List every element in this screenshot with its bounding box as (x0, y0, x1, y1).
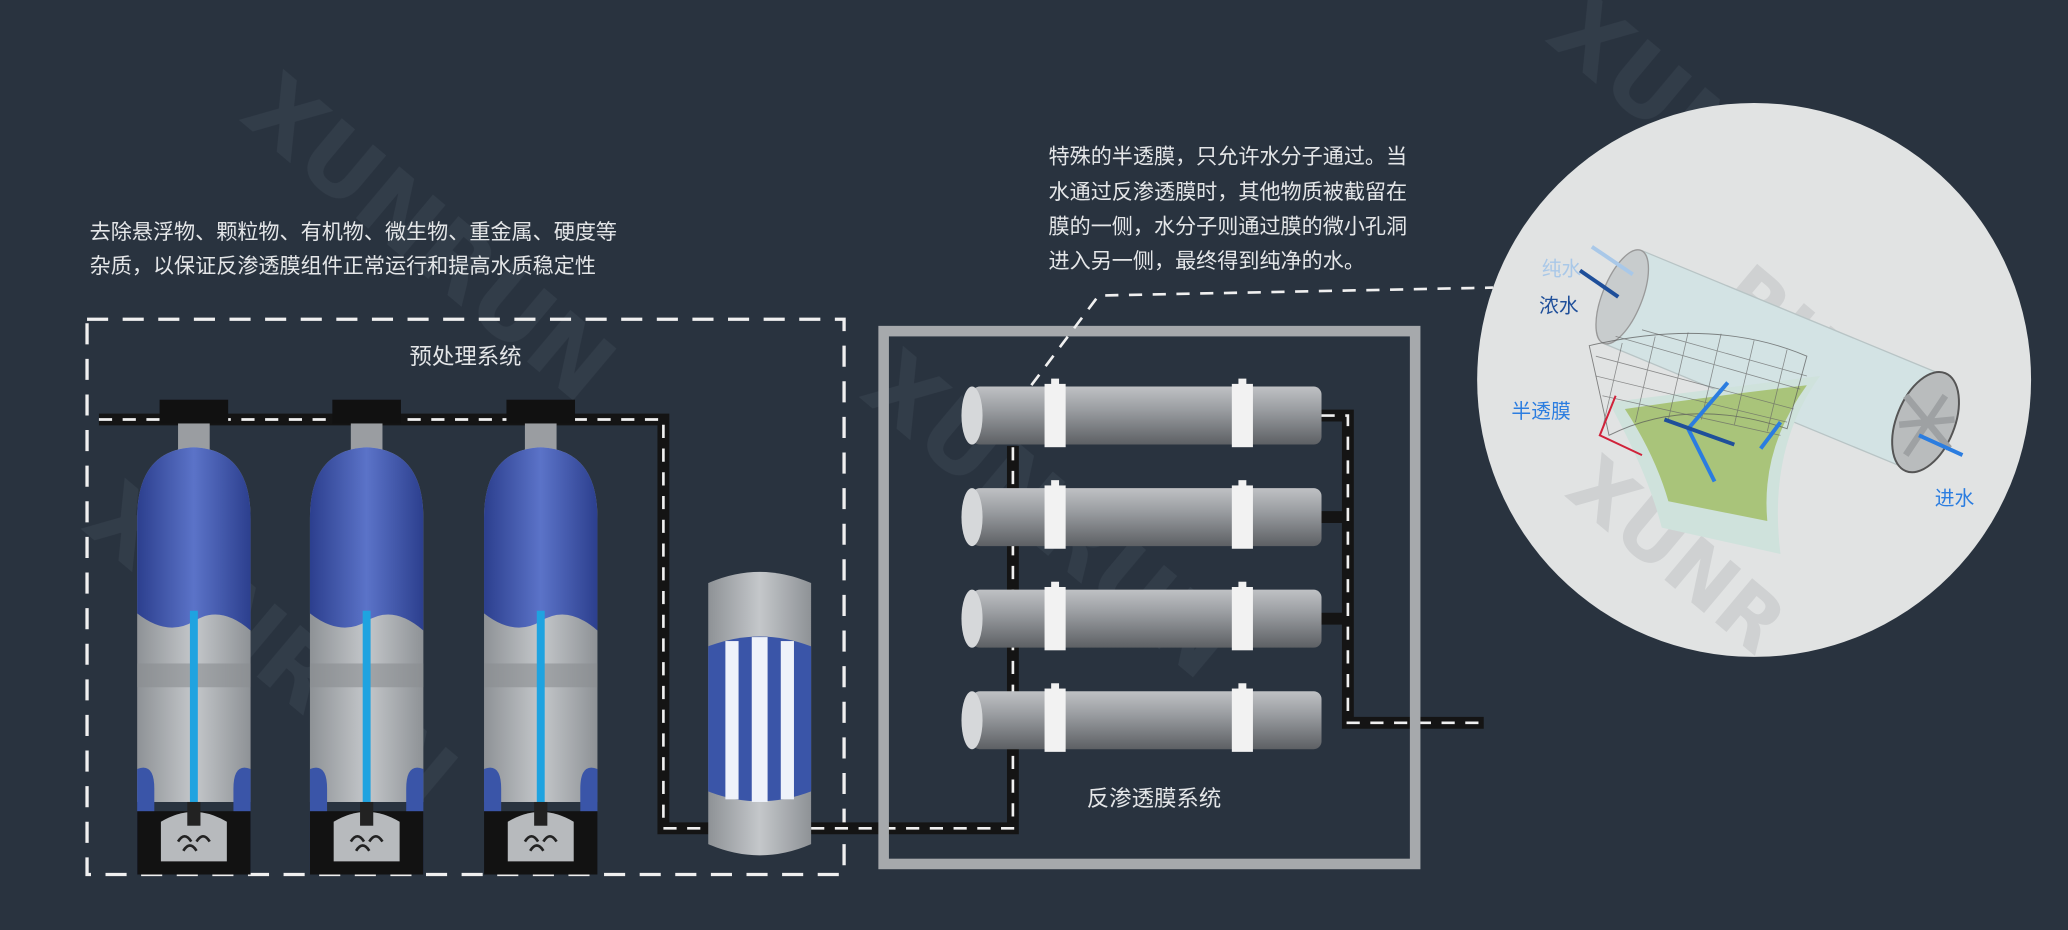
label-pure-water: 纯水 (1542, 258, 1582, 281)
cartridge-filter (708, 571, 812, 856)
filter-tank-1 (135, 398, 252, 876)
filter-tank-3 (482, 398, 599, 876)
label-concentrate: 浓水 (1539, 295, 1579, 318)
membrane-detail-view: RUN XUNR 纯水 浓水 半透膜 进水 (1477, 102, 2032, 671)
ro-membrane-1 (961, 378, 1322, 448)
ro-description-line-4: 进入另一侧，最终得到纯净的水。 (1049, 248, 1365, 273)
filter-tank-2 (308, 398, 425, 876)
label-semipermeable-membrane: 半透膜 (1511, 400, 1570, 423)
label-feed-water: 进水 (1935, 487, 1975, 510)
ro-system-frame (878, 325, 1421, 870)
pretreatment-description-line-2: 杂质，以保证反渗透膜组件正常运行和提高水质稳定性 (90, 253, 596, 278)
ro-description-line-2: 水通过反渗透膜时，其他物质被截留在 (1049, 179, 1408, 204)
ro-membrane-4 (961, 683, 1322, 752)
pretreatment-boundary (85, 317, 846, 877)
ro-membrane-2 (961, 480, 1322, 549)
pretreatment-description-line-1: 去除悬浮物、颗粒物、有机物、微生物、重金属、硬度等 (90, 219, 617, 244)
ro-system-title: 反渗透膜系统 (1087, 786, 1221, 812)
ro-description-line-3: 膜的一侧，水分子则通过膜的微小孔洞 (1049, 214, 1408, 239)
ro-description-line-1: 特殊的半透膜，只允许水分子通过。当 (1049, 144, 1408, 169)
ro-membrane-3 (961, 581, 1322, 651)
pretreatment-title: 预处理系统 (410, 344, 522, 370)
